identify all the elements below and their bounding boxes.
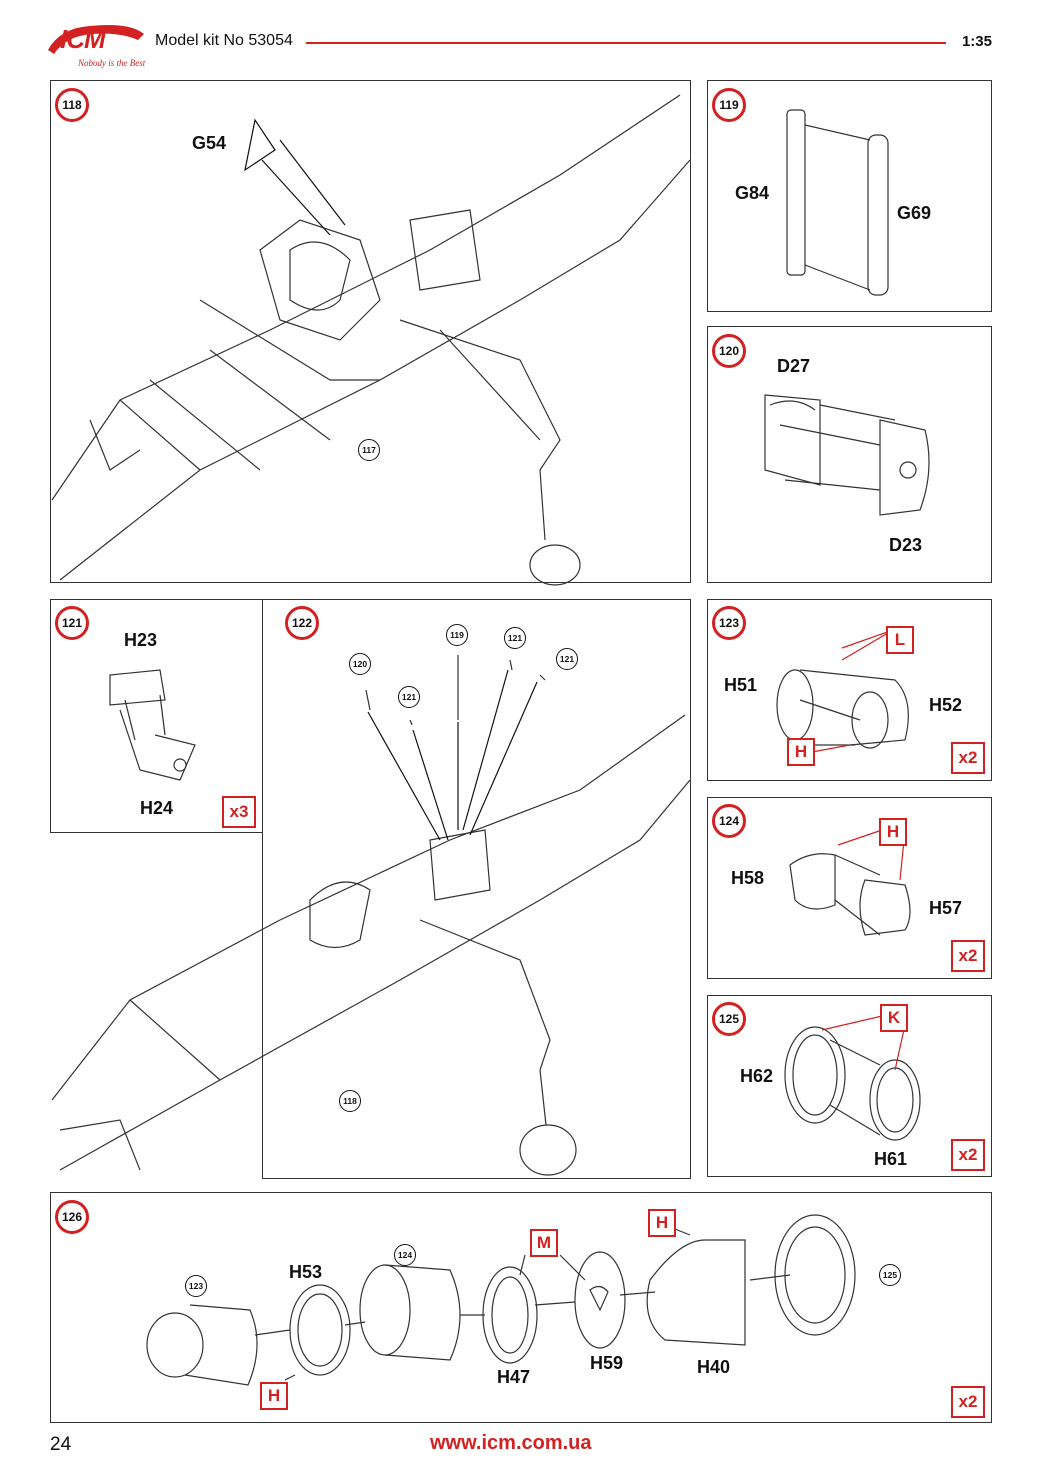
step-number-122: 122: [285, 606, 319, 640]
panel-step-122: [262, 599, 691, 1179]
ref-circle-124: 124: [394, 1244, 416, 1266]
part-label-h57: H57: [929, 898, 963, 918]
multiplier-121: x3: [222, 796, 256, 828]
ref-circle-121-b: 121: [504, 627, 526, 649]
brand-name: ICM: [60, 24, 106, 54]
fuselage-drawing-118: [51, 94, 691, 586]
part-label-g69: G69: [897, 203, 932, 223]
panel-step-126: [50, 1192, 992, 1423]
panel-step-118: [50, 80, 691, 583]
ref-circle-121-a: 121: [398, 686, 420, 708]
step-number-118: 118: [55, 88, 89, 122]
panel-step-124: [707, 797, 992, 979]
panel-step-125: [707, 995, 992, 1177]
part-label-d27: D27: [777, 356, 811, 376]
panel-step-121: [50, 599, 263, 833]
multiplier-125: x2: [951, 1139, 985, 1171]
part-label-h24: H24: [140, 798, 174, 818]
ref-circle-123: 123: [185, 1275, 207, 1297]
panel-step-120: [707, 326, 992, 583]
part-label-h23: H23: [124, 630, 158, 650]
website-link[interactable]: www.icm.com.ua: [430, 1432, 592, 1454]
part-label-h59: H59: [590, 1353, 624, 1373]
model-kit-label: Model kit No 53054: [155, 32, 293, 49]
panel-step-119: [707, 80, 992, 312]
ref-circle-121-c: 121: [556, 648, 578, 670]
page-number: 24: [50, 1434, 72, 1455]
step-number-121: 121: [55, 606, 89, 640]
part-label-h47: H47: [497, 1367, 531, 1387]
ref-circle-117: 117: [358, 439, 380, 461]
rod-drawing-119: [786, 109, 889, 296]
part-label-g84: G84: [735, 183, 770, 203]
step-number-123: 123: [712, 606, 746, 640]
engine-drawing-126: [146, 1214, 856, 1386]
tag-h-124: H: [879, 818, 907, 846]
tag-h-126-left: H: [260, 1382, 288, 1410]
header-rule: [306, 42, 946, 44]
step-number-120: 120: [712, 334, 746, 368]
part-label-g54: G54: [192, 133, 227, 153]
multiplier-124: x2: [951, 940, 985, 972]
step-number-126: 126: [55, 1200, 89, 1234]
arrow-g54: [244, 118, 346, 236]
ring-drawing-125: [784, 1026, 921, 1141]
tag-m-126: M: [530, 1229, 558, 1257]
ref-circle-118: 118: [339, 1090, 361, 1112]
ref-circle-119: 119: [446, 624, 468, 646]
tag-h-123: H: [787, 738, 815, 766]
part-label-h61: H61: [874, 1149, 908, 1169]
part-label-h40: H40: [697, 1357, 731, 1377]
tag-leaders: [789, 629, 906, 1071]
scale-label: 1:35: [961, 33, 992, 50]
icm-logo: [40, 20, 150, 78]
tag-h-126-right: H: [648, 1209, 676, 1237]
fuselage-drawing-122: [51, 655, 691, 1176]
multiplier-126: x2: [951, 1386, 985, 1418]
cowl-drawing-124: [789, 853, 911, 936]
step-number-119: 119: [712, 88, 746, 122]
ref-circle-125: 125: [879, 1264, 901, 1286]
nacelle-drawing-123: [776, 669, 909, 749]
ref-circle-120: 120: [349, 653, 371, 675]
part-label-h52: H52: [929, 695, 963, 715]
arrows-122: [367, 669, 538, 841]
tag-l-123: L: [886, 626, 914, 654]
tag-k-125: K: [880, 1004, 908, 1032]
part-label-h62: H62: [740, 1066, 774, 1086]
step-number-125: 125: [712, 1002, 746, 1036]
part-label-h51: H51: [724, 675, 758, 695]
bracket-drawing-121: [109, 669, 196, 781]
step-number-124: 124: [712, 804, 746, 838]
part-label-d23: D23: [889, 535, 923, 555]
part-label-h53: H53: [289, 1262, 323, 1282]
part-label-h58: H58: [731, 868, 765, 888]
brand-tagline: Nobody is the Best: [78, 58, 146, 68]
box-drawing-120: [764, 394, 930, 516]
panel-step-123: [707, 599, 992, 781]
multiplier-123: x2: [951, 742, 985, 774]
